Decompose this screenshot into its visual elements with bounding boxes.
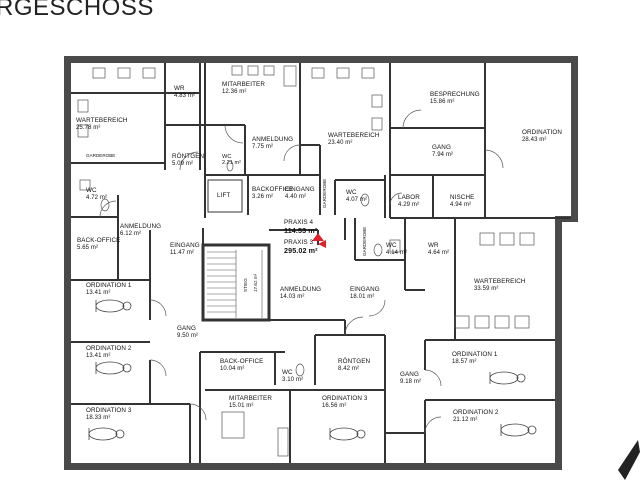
north-arrow-icon <box>618 440 640 480</box>
room-label: GARDEROBE <box>86 153 116 158</box>
stair-treads <box>207 250 263 318</box>
door-swings <box>99 109 504 434</box>
room-label: GARDEROBE <box>362 226 367 256</box>
interior-walls <box>71 63 571 463</box>
praxis-marker-arrow <box>318 240 326 248</box>
page-title: RGESCHOSS <box>0 0 154 21</box>
dental-chairs <box>88 299 537 441</box>
room-label: 17.62 m² <box>253 273 258 292</box>
room-label: LIFT <box>217 192 231 199</box>
room-label: STIEG <box>243 278 248 292</box>
outer-walls <box>64 56 578 470</box>
toilet-fixtures <box>100 160 383 377</box>
waiting-chairs <box>77 65 535 457</box>
room-label: GARDEROBE <box>322 178 327 208</box>
praxis-marker <box>312 233 324 241</box>
lift-shaft <box>207 179 243 213</box>
